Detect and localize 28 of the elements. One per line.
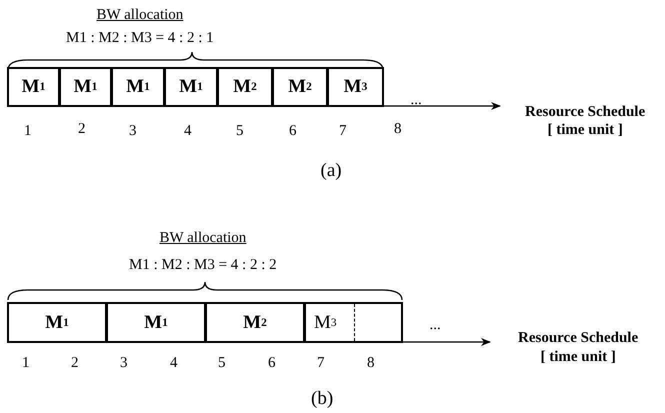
tick-number: 7: [317, 356, 324, 370]
ratio-text: M1 : M2 : M3 = 4 : 2 : 2: [129, 258, 277, 272]
ratio-text: M1 : M2 : M3 = 4 : 2 : 1: [66, 30, 214, 46]
tick-number: 6: [268, 356, 276, 370]
tick-number: 2: [78, 122, 86, 136]
tick-number: 8: [367, 356, 374, 370]
ellipsis-text: ...: [430, 318, 441, 332]
tick-number: 4: [170, 356, 178, 370]
axis-title: Resource Schedule: [525, 104, 646, 120]
tick-number: 8: [394, 122, 402, 136]
subfigure-caption: (a): [320, 160, 342, 180]
tick-number: 2: [71, 356, 78, 370]
unit-text: [ time unit ]: [548, 122, 623, 138]
tick-number: 3: [129, 124, 136, 138]
allocation-heading: BW allocation: [96, 8, 184, 22]
tick-number: 3: [120, 356, 128, 370]
axis-title: Resource Schedule: [518, 330, 638, 346]
subfigure-caption: (b): [311, 388, 334, 408]
unit-text: [ time unit ]: [540, 350, 616, 364]
tick-number: 1: [24, 124, 32, 138]
tick-number: 1: [22, 356, 30, 370]
tick-number: 7: [339, 124, 346, 138]
tick-number: 4: [184, 124, 192, 138]
allocation-heading: BW allocation: [160, 230, 246, 246]
tick-number: 5: [236, 124, 244, 138]
tick-number: 5: [218, 356, 226, 370]
tick-number: 6: [289, 124, 296, 138]
ellipsis-text: ...: [410, 92, 422, 108]
